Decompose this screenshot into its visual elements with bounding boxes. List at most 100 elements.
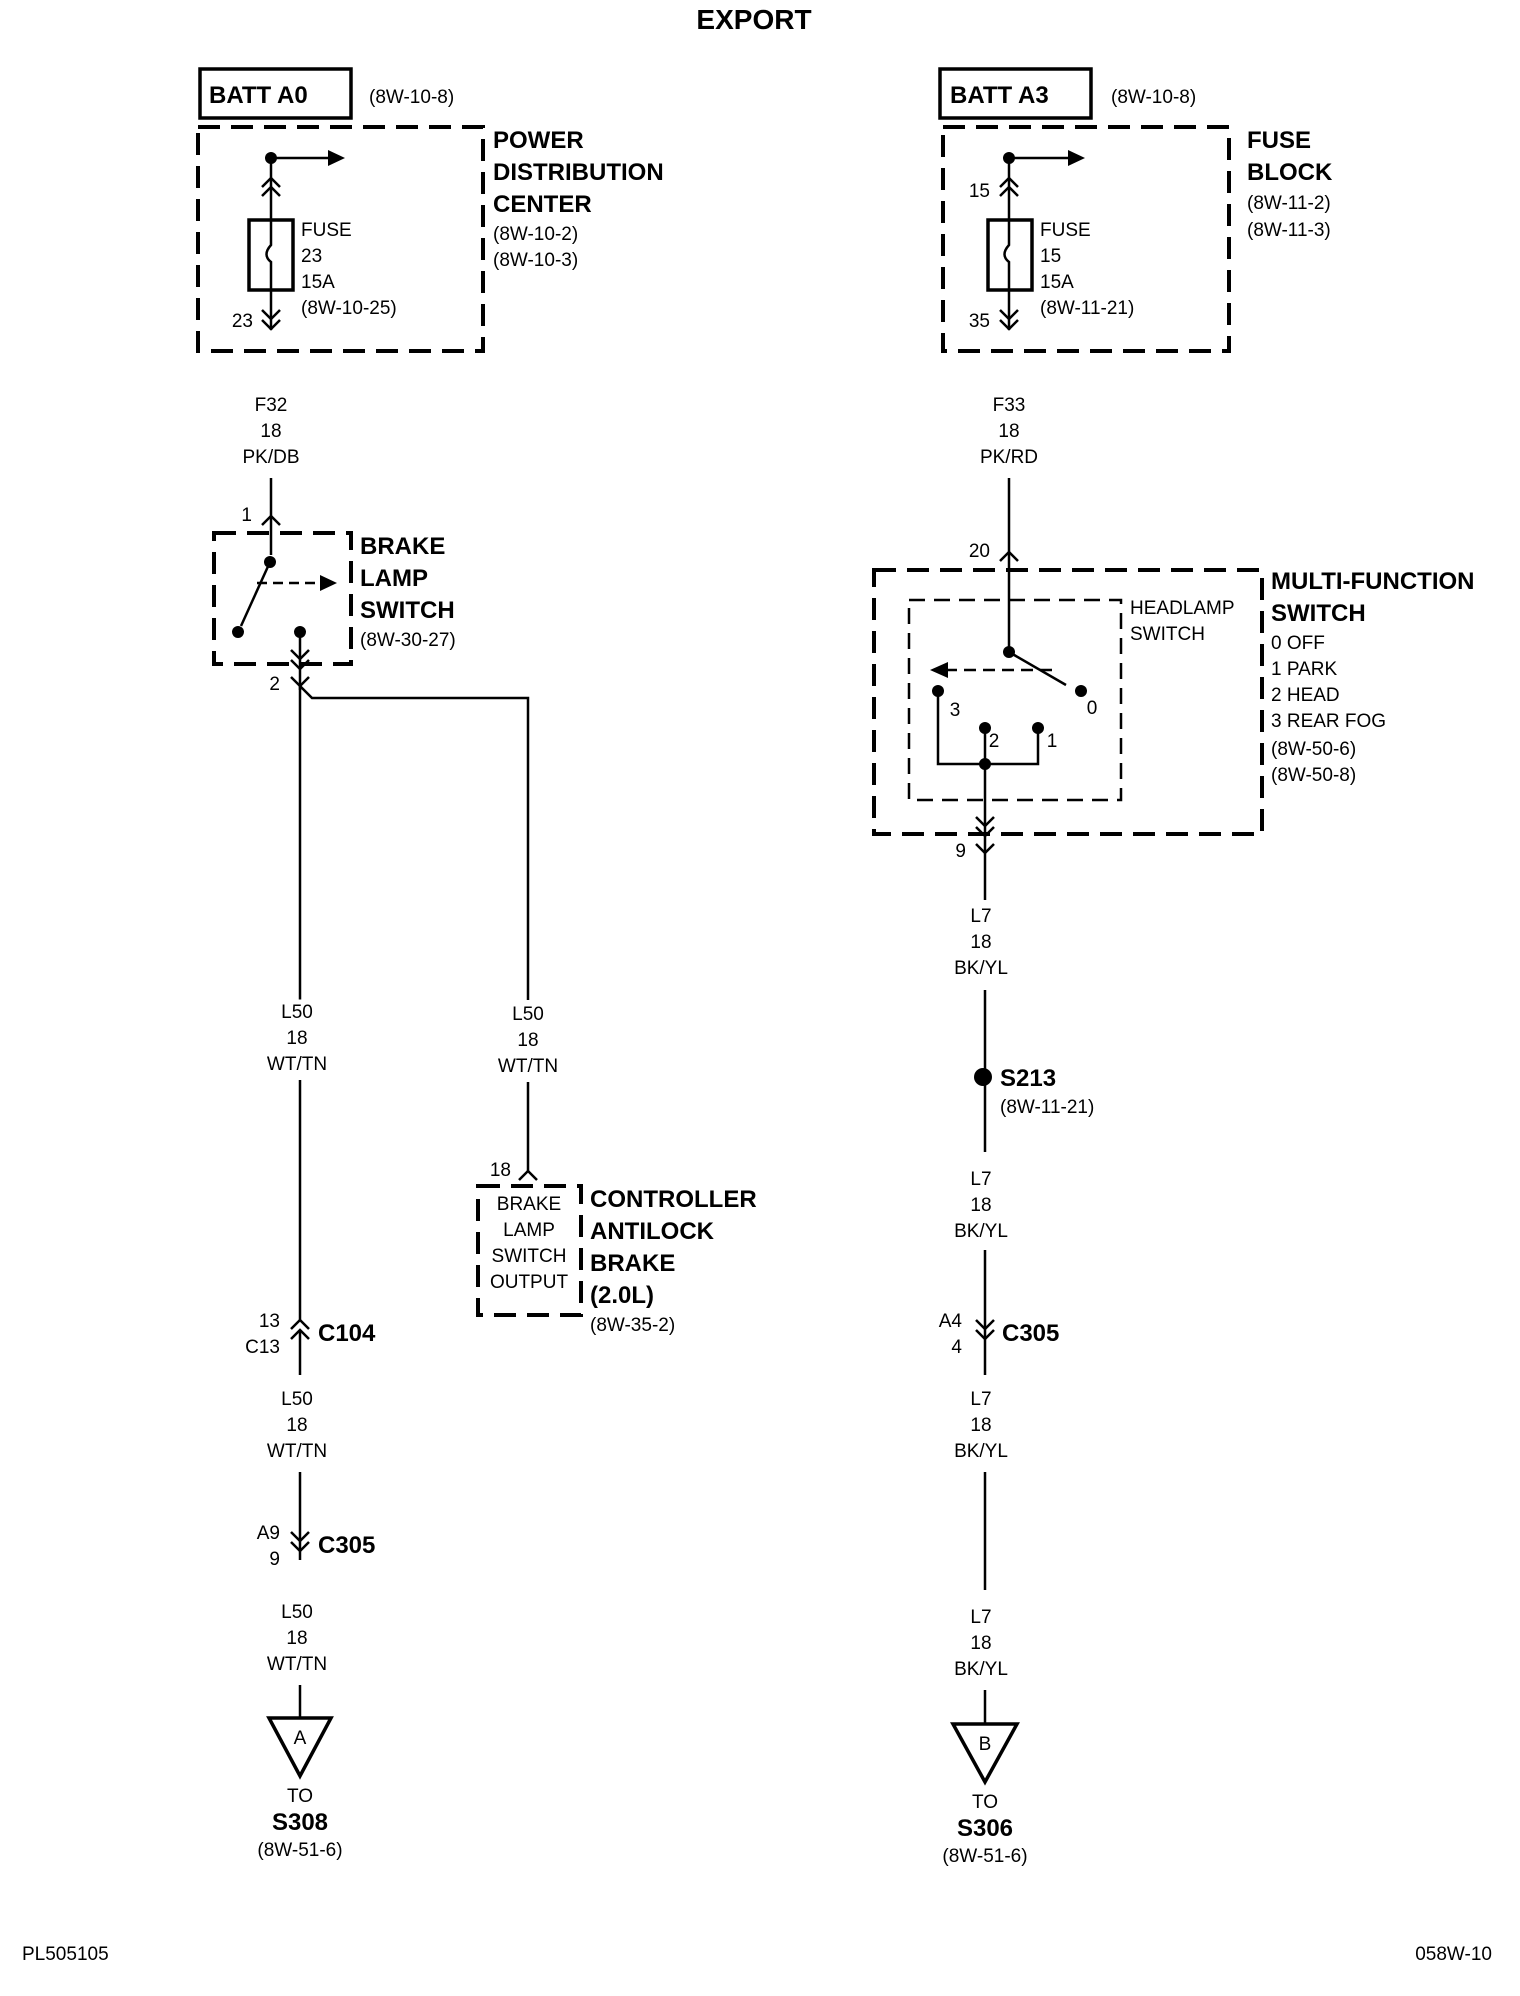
terminal-b-destination: S306 bbox=[957, 1815, 1013, 1842]
batt-a3-box bbox=[938, 67, 1093, 120]
fuse-15-pin-out: 35 bbox=[969, 311, 990, 332]
fuse-block-label-2: BLOCK bbox=[1247, 159, 1333, 186]
brake-switch-out-chevron-2 bbox=[290, 659, 310, 671]
batt-a3-ref: (8W-10-8) bbox=[1111, 87, 1196, 108]
headlamp-switch-label-2: SWITCH bbox=[1130, 624, 1205, 645]
fuse-in-chevron-2 bbox=[261, 185, 281, 197]
headlamp-switch-actuator-arrow bbox=[930, 662, 948, 678]
fb-out-chevron-2 bbox=[999, 319, 1019, 331]
wire-f33-gauge: 18 bbox=[998, 421, 1019, 442]
wire-l50-abs-gauge: 18 bbox=[517, 1030, 538, 1051]
mfs-position-0: 0 OFF bbox=[1271, 633, 1325, 654]
pdc-bus-arrow bbox=[328, 150, 345, 166]
terminal-b-ref: (8W-51-6) bbox=[942, 1846, 1027, 1867]
wire-l50-main-gauge: 18 bbox=[286, 1028, 307, 1049]
wire-l7-3-color: BK/YL bbox=[954, 1441, 1008, 1462]
batt-a0-ref: (8W-10-8) bbox=[369, 87, 454, 108]
splice-s213 bbox=[974, 1068, 992, 1086]
splice-s213-ref: (8W-11-21) bbox=[1000, 1097, 1094, 1118]
wire-l7-1-color: BK/YL bbox=[954, 958, 1008, 979]
wire-l7-4-color: BK/YL bbox=[954, 1659, 1008, 1680]
terminal-b-to: TO bbox=[972, 1792, 998, 1813]
headlamp-switch-contact-0 bbox=[1075, 685, 1087, 697]
wire-f33-color: PK/RD bbox=[980, 447, 1038, 468]
wire-l7-1-gauge: 18 bbox=[970, 932, 991, 953]
power-distribution-center-box bbox=[196, 125, 485, 353]
fb-bus-arrow bbox=[1068, 150, 1085, 166]
mfs-position-1: 1 PARK bbox=[1271, 659, 1338, 680]
footer-left-code: PL505105 bbox=[22, 1944, 109, 1965]
pdc-ref-2: (8W-10-3) bbox=[493, 250, 578, 271]
fuse-23-ref: (8W-10-25) bbox=[301, 298, 397, 319]
left-circuit: BATT A0 (8W-10-8) POWER DISTRIBUTION CEN… bbox=[196, 67, 757, 1861]
c305-left-pin-bottom: 9 bbox=[269, 1549, 280, 1570]
fuse-block-ref-1: (8W-11-2) bbox=[1247, 193, 1331, 214]
fuse-15-label-2: 15 bbox=[1040, 246, 1061, 267]
wire-l50-c104-color: WT/TN bbox=[267, 1441, 327, 1462]
wire-l50-c104-gauge: 18 bbox=[286, 1415, 307, 1436]
c305-right-pin-top: A4 bbox=[939, 1311, 963, 1332]
abs-ref: (8W-35-2) bbox=[590, 1315, 675, 1336]
wire-l50-abs-label-bg bbox=[500, 1000, 556, 1082]
mfs-label-1: MULTI-FUNCTION bbox=[1271, 568, 1475, 595]
wire-l50-main-color: WT/TN bbox=[267, 1054, 327, 1075]
splice-s213-name: S213 bbox=[1000, 1065, 1056, 1092]
fuse-23-label-1: FUSE bbox=[301, 220, 352, 241]
c305-right-chevron-2 bbox=[975, 1329, 995, 1341]
batt-a0-box bbox=[198, 67, 353, 120]
fuse-15-label-3: 15A bbox=[1040, 272, 1074, 293]
wire-l7-4-gauge: 18 bbox=[970, 1633, 991, 1654]
mfs-pin-out: 9 bbox=[955, 841, 966, 862]
batt-a3-label: BATT A3 bbox=[950, 82, 1049, 109]
wire-l50-to-abs bbox=[299, 685, 530, 1008]
c305-left-chevron-2 bbox=[290, 1541, 310, 1553]
headlamp-switch-pos-2: 2 bbox=[989, 731, 1000, 752]
wire-l7-2-gauge: 18 bbox=[970, 1195, 991, 1216]
wire-f33-circuit: F33 bbox=[993, 395, 1026, 416]
fb-out-chevron-1 bbox=[999, 309, 1019, 321]
mfs-ref-1: (8W-50-6) bbox=[1271, 739, 1356, 760]
fuse-block-ref-2: (8W-11-3) bbox=[1247, 220, 1331, 241]
mfs-ref-2: (8W-50-8) bbox=[1271, 765, 1356, 786]
fuse-23-element bbox=[265, 220, 273, 290]
abs-inner-2: LAMP bbox=[503, 1220, 555, 1241]
pdc-ref-1: (8W-10-2) bbox=[493, 224, 578, 245]
footer-right-code: 058W-10 bbox=[1415, 1944, 1492, 1965]
terminal-b-letter: B bbox=[979, 1734, 992, 1755]
terminal-b-triangle bbox=[950, 1722, 1020, 1786]
mfs-position-3: 3 REAR FOG bbox=[1271, 711, 1386, 732]
c305-left-pin-top: A9 bbox=[257, 1523, 280, 1544]
headlamp-switch-label-1: HEADLAMP bbox=[1130, 598, 1235, 619]
abs-pin-18: 18 bbox=[490, 1160, 511, 1181]
wire-l7-4-circuit: L7 bbox=[970, 1607, 991, 1628]
brake-lamp-switch-box bbox=[212, 531, 353, 666]
terminal-a-letter: A bbox=[294, 1728, 307, 1749]
multi-function-switch-box bbox=[872, 568, 1264, 836]
wire-l50-c305-circuit: L50 bbox=[281, 1602, 313, 1623]
terminal-a-to: TO bbox=[287, 1786, 313, 1807]
fuse-23-pin-out: 23 bbox=[232, 311, 253, 332]
mfs-out-chevron-1 bbox=[975, 816, 995, 828]
headlamp-switch-blade bbox=[1008, 650, 1067, 687]
wire-l7-3-circuit: L7 bbox=[970, 1389, 991, 1410]
pdc-label-2: DISTRIBUTION bbox=[493, 159, 664, 186]
abs-inner-1: BRAKE bbox=[497, 1194, 561, 1215]
c104-name: C104 bbox=[318, 1320, 376, 1347]
brake-switch-label-3: SWITCH bbox=[360, 597, 455, 624]
c104-chevron-1 bbox=[290, 1318, 310, 1330]
batt-a0-label: BATT A0 bbox=[209, 82, 308, 109]
mfs-out-chevron-2 bbox=[975, 826, 995, 838]
mfs-label-2: SWITCH bbox=[1271, 600, 1366, 627]
wire-l50-main-circuit: L50 bbox=[281, 1002, 313, 1023]
brake-switch-pin-out: 2 bbox=[269, 674, 280, 695]
brake-switch-pin-in: 1 bbox=[241, 505, 252, 526]
c305-left-chevron-1 bbox=[290, 1531, 310, 1543]
headlamp-switch-box bbox=[907, 598, 1123, 802]
wire-l50-c305-color: WT/TN bbox=[267, 1654, 327, 1675]
diagram-title: EXPORT bbox=[696, 4, 811, 35]
abs-label-1: CONTROLLER bbox=[590, 1186, 757, 1213]
c104-pin-bottom: C13 bbox=[245, 1337, 280, 1358]
brake-switch-pin-in-connector bbox=[261, 514, 281, 526]
brake-switch-label-1: BRAKE bbox=[360, 533, 445, 560]
fuse-block-label-1: FUSE bbox=[1247, 127, 1311, 154]
